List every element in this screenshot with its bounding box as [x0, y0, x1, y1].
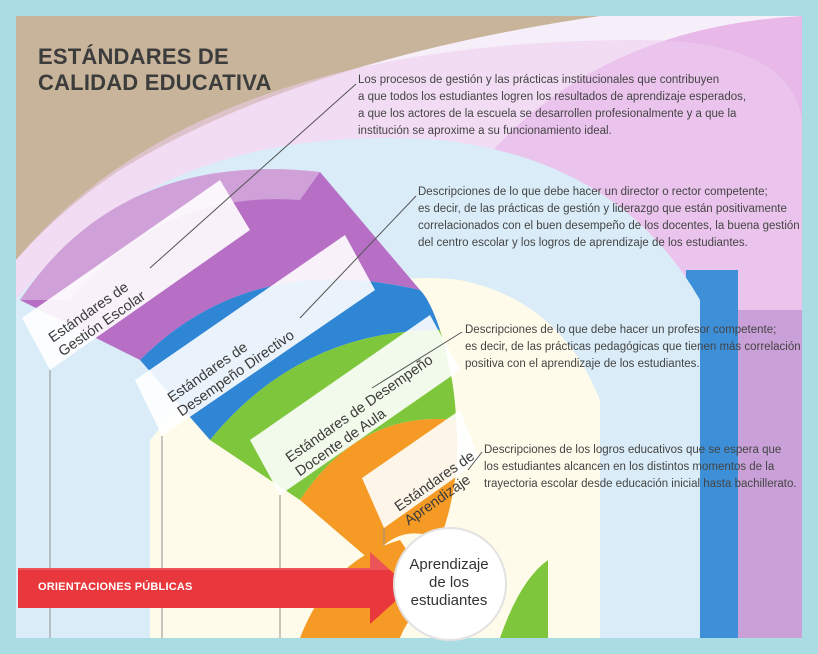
description-directivo: Descripciones de lo que debe hacer un di…: [418, 184, 808, 252]
desc-line: correlacionados con el buen desempeño de…: [418, 220, 800, 232]
desc-line: trayectoria escolar desde educación inic…: [484, 478, 797, 490]
diagram-title: ESTÁNDARES DE CALIDAD EDUCATIVA: [38, 44, 272, 96]
band-directivo-fill: [140, 279, 440, 440]
ribbon-docente: [250, 315, 460, 495]
desc-line: del centro escolar y los logros de apren…: [418, 237, 748, 249]
title-line-1: ESTÁNDARES DE: [38, 44, 229, 69]
desc-line: institución se aproxime a su funcionamie…: [358, 125, 612, 137]
desc-line: Los procesos de gestión y las prácticas …: [358, 74, 720, 86]
leader-2: [299, 195, 417, 319]
center-line: Aprendizaje: [409, 556, 489, 573]
desc-line: es decir, de las prácticas pedagógicas q…: [465, 341, 801, 353]
description-gestion: Los procesos de gestión y las prácticas …: [358, 72, 778, 140]
leader-4: [467, 451, 483, 471]
desc-line: Descripciones de lo que debe hacer un di…: [418, 186, 768, 198]
desc-line: a que todos los estudiantes logren los r…: [358, 91, 747, 103]
center-label: Aprendizaje de los estudiantes: [394, 556, 504, 610]
center-circle: [393, 527, 507, 641]
beige-corner: [16, 16, 600, 260]
ribbon-aprendizaje: [362, 410, 480, 528]
title-line-2: CALIDAD EDUCATIVA: [38, 70, 272, 95]
stripe-purple: [738, 310, 802, 638]
leader-3: [371, 331, 463, 389]
description-aprendizaje: Descripciones de los logros educativos q…: [484, 442, 814, 493]
desc-line: Descripciones de los logros educativos q…: [484, 444, 782, 456]
desc-line: Descripciones de lo que debe hacer un pr…: [465, 324, 777, 336]
ring-green-foot: [500, 560, 548, 638]
arrow-highlight: [18, 552, 390, 570]
ribbon-gestion: [22, 180, 250, 370]
center-line: estudiantes: [410, 592, 488, 609]
description-docente: Descripciones de lo que debe hacer un pr…: [465, 322, 815, 373]
center-line: de los: [428, 574, 470, 591]
desc-line: positiva con el aprendizaje de los estud…: [465, 358, 700, 370]
desc-line: los estudiantes alcancen en los distinto…: [484, 461, 775, 473]
ribbon-directivo: [135, 235, 375, 436]
arrow-label: ORIENTACIONES PÚBLICAS: [38, 581, 193, 593]
desc-line: es decir, de las prácticas de gestión y …: [418, 203, 787, 215]
leader-1: [149, 83, 357, 269]
desc-line: a que los actores de la escuela se desar…: [358, 108, 737, 120]
